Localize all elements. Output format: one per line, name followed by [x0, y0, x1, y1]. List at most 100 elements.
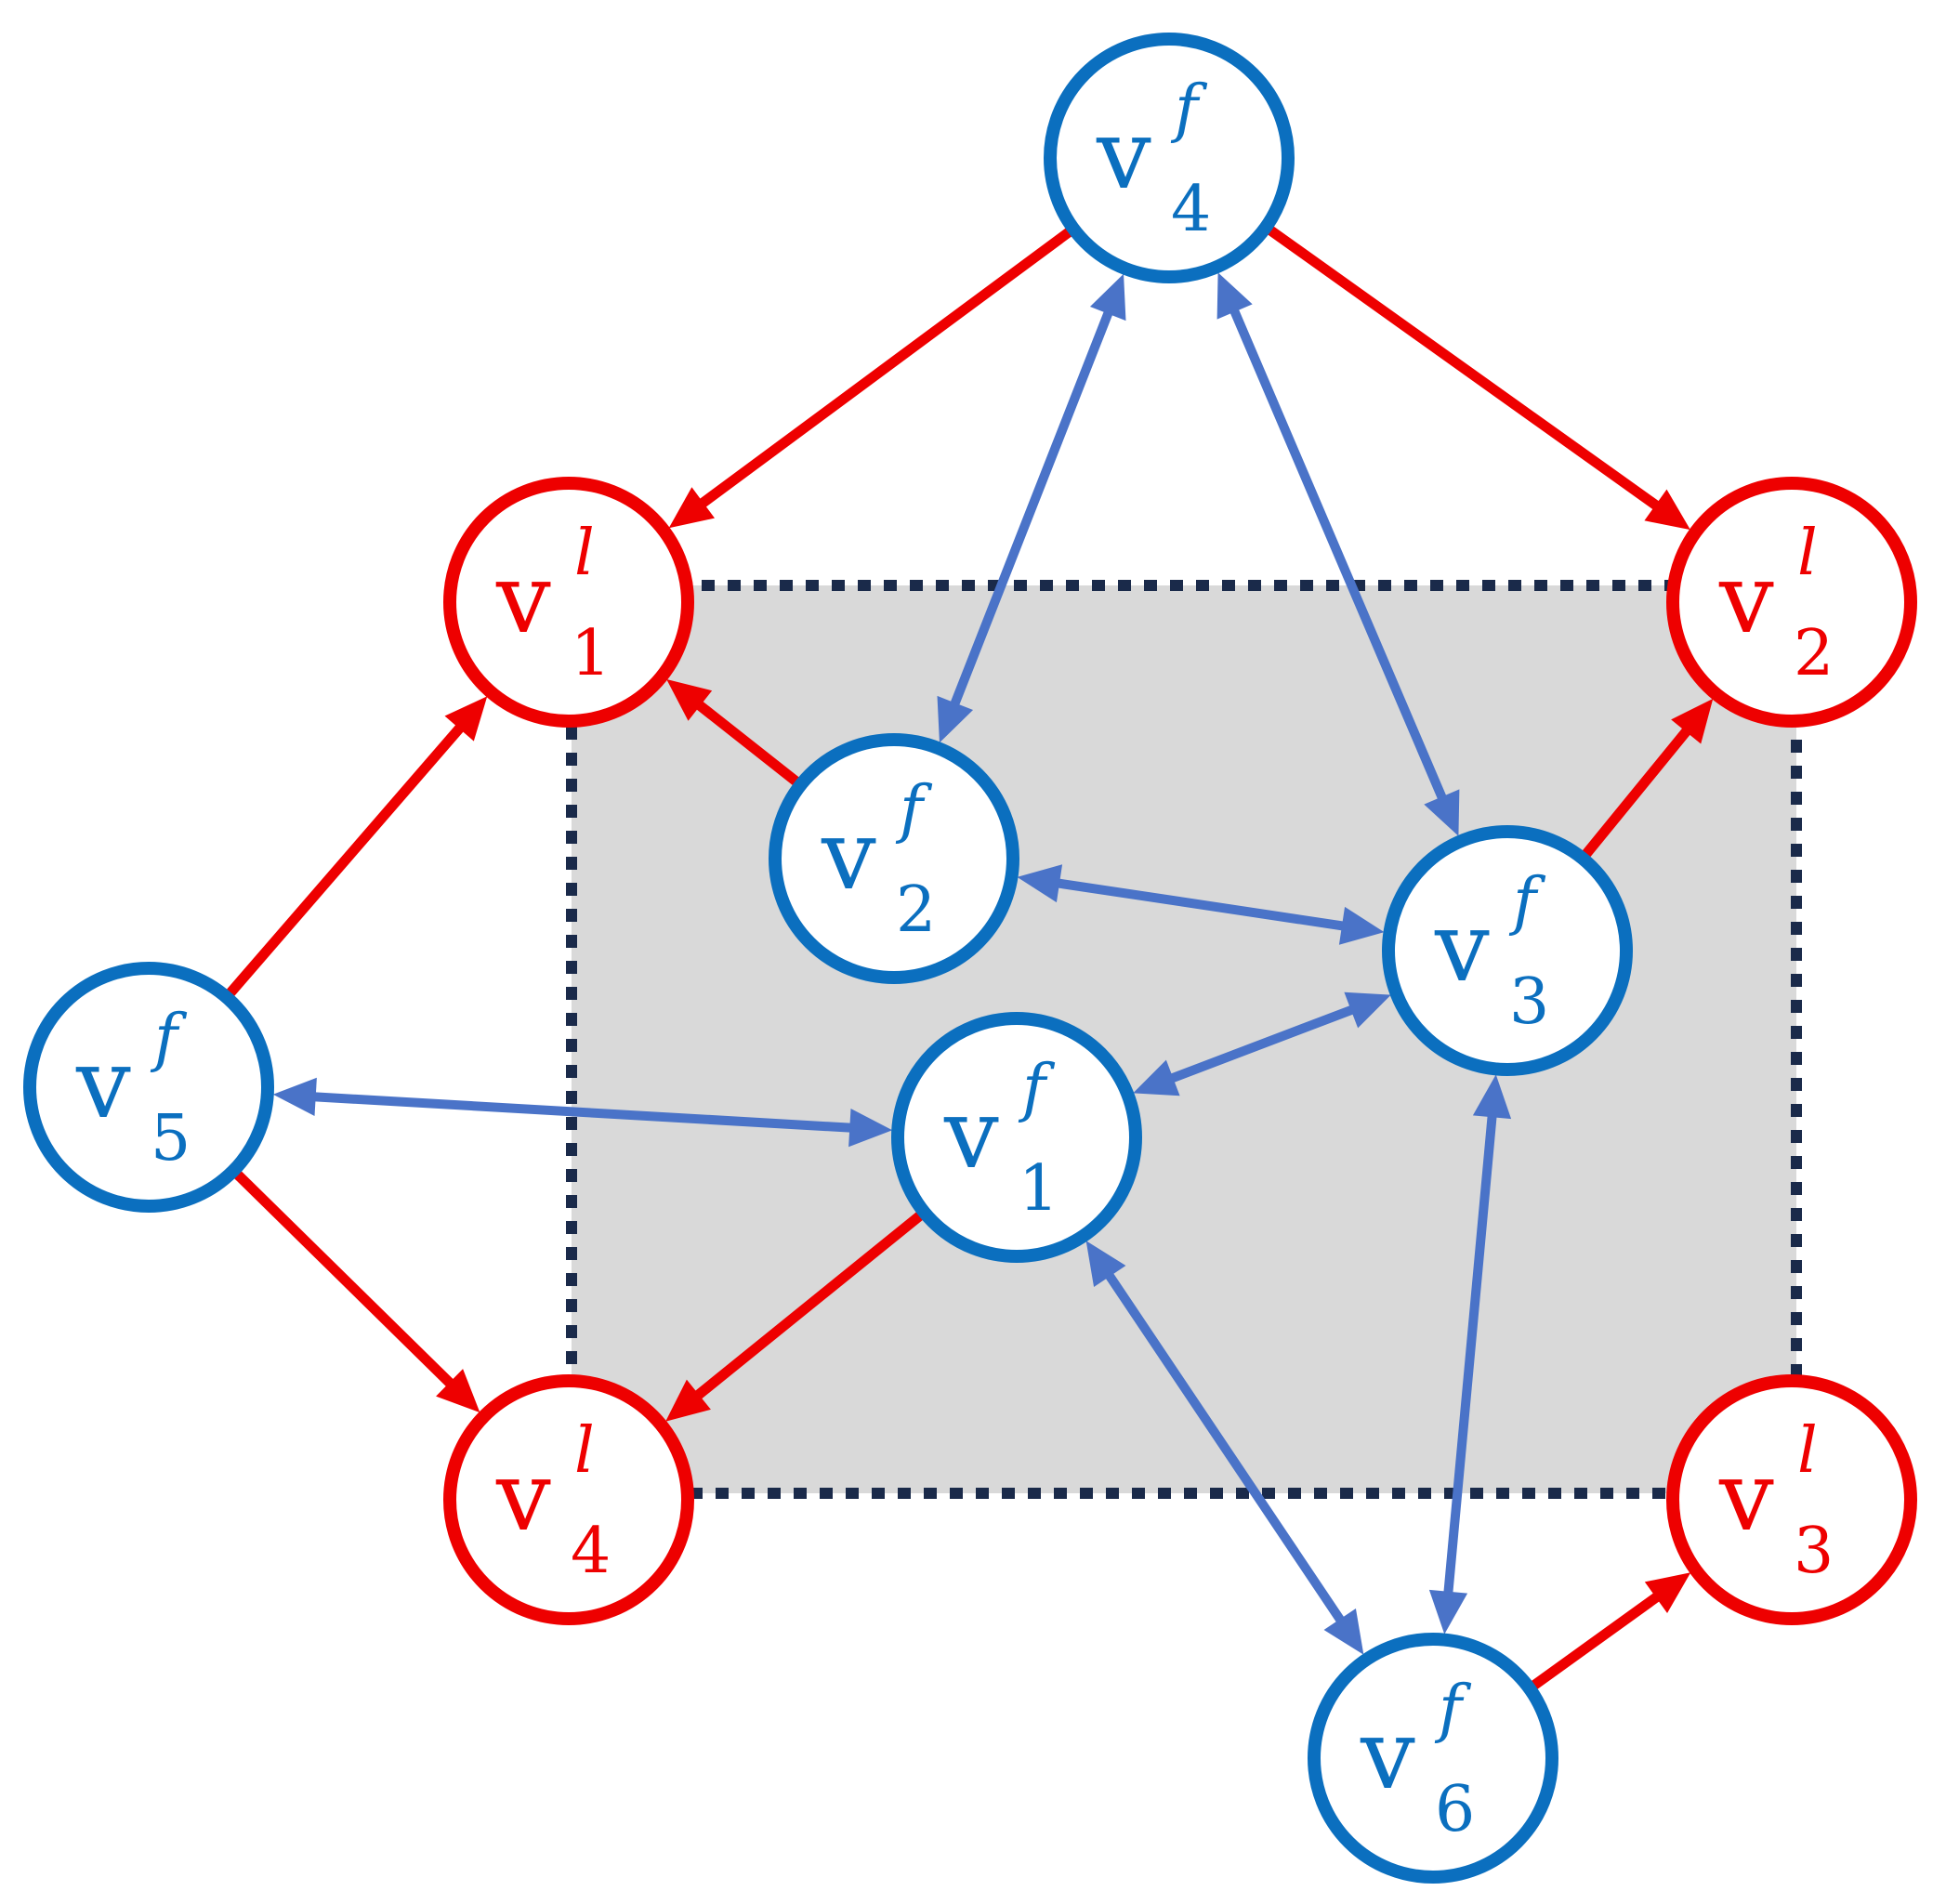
node-superscript: l [574, 517, 595, 590]
node-circle [1044, 33, 1295, 283]
arrowhead [1644, 1572, 1691, 1613]
arrowhead [1424, 789, 1460, 836]
arrowhead [665, 1379, 711, 1422]
node-superscript: l [574, 1414, 595, 1488]
edge-line [1267, 226, 1666, 515]
arrowhead [436, 1369, 480, 1413]
edge-v2f-v3f [1017, 864, 1385, 945]
arrowhead [272, 1077, 317, 1117]
edge-v3f-v2l [1582, 698, 1714, 858]
edge-v5f-v1f [272, 1077, 893, 1148]
node-subscript: 2 [896, 873, 936, 947]
edge-line [690, 696, 800, 786]
arrowhead [1323, 1608, 1364, 1655]
edge-line [1227, 302, 1450, 807]
arrowhead [1017, 864, 1063, 903]
edge-line [947, 304, 1116, 713]
node-circle [1308, 1633, 1558, 1884]
node-superscript: l [1797, 1414, 1818, 1488]
node-letter: v [495, 542, 551, 655]
node-circle [443, 477, 694, 728]
arrowhead [1089, 273, 1126, 322]
edge-v6f-v3l [1531, 1572, 1691, 1690]
edge-v1f-v4l [665, 1212, 924, 1422]
edge-v5f-v4l [233, 1170, 480, 1413]
arrowhead [1085, 1241, 1126, 1288]
edge-line [1163, 1003, 1361, 1085]
node-subscript: 2 [1794, 617, 1834, 690]
edge-v4f-v2f [937, 273, 1126, 743]
node-subscript: 5 [151, 1102, 191, 1175]
arrowhead [1671, 698, 1714, 744]
arrowhead [1133, 1059, 1180, 1096]
arrowhead [1428, 1589, 1468, 1635]
node-letter: v [943, 1077, 999, 1190]
node-subscript: 3 [1509, 965, 1549, 1039]
node-superscript: l [1797, 517, 1818, 590]
arrowhead [1338, 906, 1385, 945]
node-letter: v [1434, 890, 1490, 1004]
node-subscript: 1 [1019, 1152, 1058, 1226]
node-circle [769, 733, 1019, 984]
edge-v1f-v3f [1133, 991, 1391, 1096]
node-circle [1666, 1374, 1917, 1625]
node-letter: v [821, 798, 876, 912]
edge-v4f-v2l [1267, 226, 1690, 531]
node-letter: v [75, 1027, 131, 1140]
node-letter: v [1718, 1439, 1774, 1553]
node-circle [1382, 825, 1633, 1076]
edge-line [1531, 1588, 1666, 1690]
arrowhead [444, 696, 488, 742]
node-subscript: 4 [1171, 173, 1211, 246]
node-circle [1666, 477, 1917, 728]
arrowhead [668, 487, 716, 529]
arrowhead [1644, 489, 1690, 531]
node-letter: v [1096, 98, 1151, 211]
follower-region [566, 580, 1802, 1499]
edge-line [1100, 1267, 1349, 1629]
edge-v2f-v1l [666, 678, 800, 786]
node-subscript: 1 [571, 617, 611, 690]
edge-v1f-v6f [1085, 1241, 1364, 1655]
arrowhead [937, 695, 974, 743]
edge-line [1442, 1108, 1498, 1601]
edge-line [233, 1170, 460, 1393]
node-circle [443, 1374, 694, 1625]
node-subscript: 4 [571, 1515, 611, 1588]
node-circle [891, 1012, 1142, 1263]
node-circle [23, 962, 274, 1213]
arrowhead [1216, 272, 1253, 320]
edge-line [1582, 721, 1696, 858]
edge-v4f-v3f [1216, 272, 1460, 836]
edges-layer [226, 226, 1714, 1690]
arrowhead [666, 678, 713, 721]
arrowhead [1472, 1074, 1512, 1120]
edge-line [1050, 877, 1351, 932]
arrowhead [1344, 991, 1391, 1029]
edge-v3f-v6f [1428, 1074, 1512, 1635]
edge-line [693, 228, 1072, 512]
node-letter: v [495, 1439, 551, 1553]
edge-line [689, 1212, 924, 1404]
edge-line [307, 1091, 859, 1134]
edge-line [226, 718, 469, 997]
node-subscript: 6 [1435, 1773, 1475, 1846]
edge-v4f-v1l [668, 228, 1072, 529]
node-subscript: 3 [1794, 1515, 1834, 1588]
node-letter: v [1360, 1698, 1415, 1811]
edge-v5f-v1l [226, 696, 488, 997]
node-letter: v [1718, 542, 1774, 655]
arrowhead [848, 1108, 893, 1148]
